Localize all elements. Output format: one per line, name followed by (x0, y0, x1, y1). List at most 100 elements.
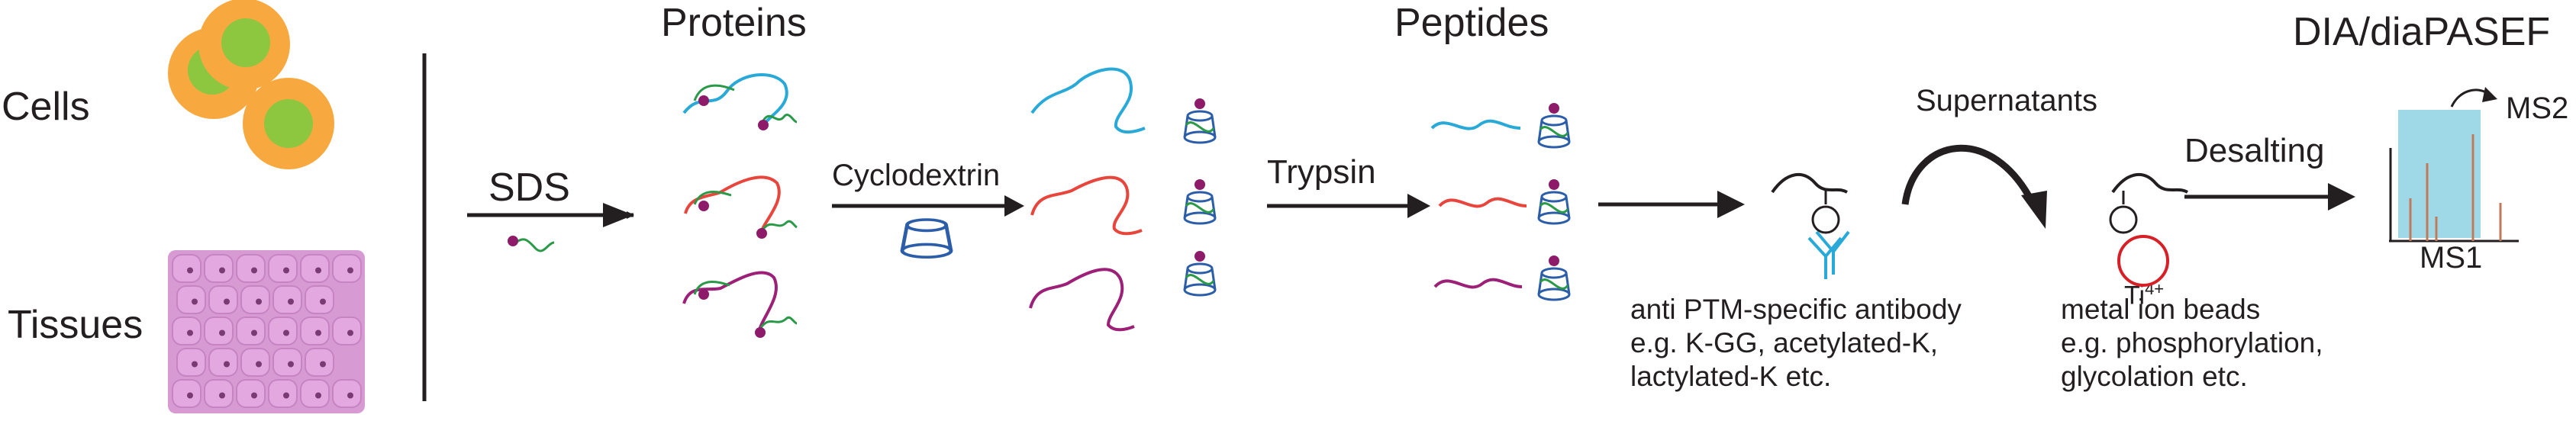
tissue-cell (300, 317, 330, 345)
tissue-cell (240, 348, 270, 377)
tissue-nucleus (192, 361, 198, 368)
tissue-nucleus (251, 329, 257, 336)
tissue-cell (172, 379, 202, 408)
protein-cyan (682, 72, 798, 130)
tissue-nucleus (219, 329, 225, 336)
tissue-nucleus (256, 361, 262, 368)
peptide-purple (1433, 278, 1523, 289)
peptide-red (1438, 197, 1527, 208)
tissue-cell (268, 379, 298, 408)
tissue-cell (208, 348, 238, 377)
protein-purple (682, 271, 798, 338)
tissue-cell (236, 379, 266, 408)
tissue-cell (332, 254, 362, 283)
tissue-cell (268, 317, 298, 345)
desalting-label: Desalting (2184, 132, 2325, 169)
beads-line-1: metal ion beads (2061, 294, 2261, 325)
tissue-nucleus (256, 298, 262, 305)
tissue-cell (204, 317, 234, 345)
antibody-icon (1807, 230, 1850, 279)
cyclodextrin-icon (902, 220, 951, 257)
protein-red (684, 175, 798, 239)
tissue-nucleus (187, 329, 193, 336)
antibody-description: anti PTM-specific antibody e.g. K-GG, ac… (1630, 293, 1962, 394)
antibody-peptide (1771, 173, 1848, 234)
tissue-cell (300, 379, 330, 408)
cyclodextrin-label: Cyclodextrin (832, 159, 1001, 192)
dia-label: DIA/diaPASEF (2293, 10, 2551, 54)
cd-complex-3 (1183, 251, 1217, 297)
tissue-nucleus (283, 392, 289, 399)
tissue-nucleus (315, 392, 321, 399)
tissue-nucleus (192, 298, 198, 305)
peptide-cyan (1430, 119, 1521, 130)
tissue-nucleus (251, 267, 257, 274)
tissue-nucleus (288, 298, 294, 305)
tissue-nucleus (315, 329, 321, 336)
proteins-label: Proteins (661, 1, 807, 45)
supernatants-arrow (1901, 145, 2037, 207)
tissue-nucleus (320, 298, 326, 305)
sds-molecule (508, 236, 555, 252)
tissue-cell (332, 379, 362, 408)
tissue-nucleus (219, 267, 225, 274)
tissue-nucleus (187, 267, 193, 274)
ms2-label: MS2 (2506, 92, 2569, 125)
protein-red-free (1030, 175, 1143, 236)
sds-arrow-head (603, 203, 634, 227)
tissue-cell (300, 254, 330, 283)
tissue-nucleus (283, 329, 289, 336)
tissue-nucleus (347, 329, 353, 336)
tissue-cells (172, 254, 362, 408)
tissue-cell (208, 285, 238, 314)
cells-icon (168, 0, 334, 169)
cd-complex-1 (1183, 98, 1217, 144)
tissue-cell (176, 348, 206, 377)
cd-complex-6 (1537, 255, 1571, 301)
tissues-label: Tissues (8, 303, 143, 347)
ti-symbol: Ti (2124, 281, 2146, 310)
ms-spectrum (2389, 87, 2519, 243)
protein-cyan-free (1030, 67, 1146, 133)
tissue-cell (236, 317, 266, 345)
tissue-nucleus (224, 298, 230, 305)
tissue-nucleus (251, 392, 257, 399)
tissue-nucleus (320, 361, 326, 368)
antibody-line-2: e.g. K-GG, acetylated-K, (1630, 327, 1939, 358)
beads-line-2: e.g. phosphorylation, (2061, 327, 2323, 358)
tissue-cell (172, 254, 202, 283)
supernatants-label: Supernatants (1916, 84, 2097, 117)
tissue-cell (172, 317, 202, 345)
tissue-nucleus (347, 392, 353, 399)
tissue-nucleus (187, 392, 193, 399)
tissue-cell (305, 348, 334, 377)
tissue-cell (272, 348, 302, 377)
beads-description: metal ion beads e.g. phosphorylation, gl… (2061, 293, 2323, 394)
tissue-cell (305, 285, 334, 314)
trypsin-label: Trypsin (1267, 153, 1376, 191)
cells-label: Cells (2, 85, 90, 129)
tissue-nucleus (315, 267, 321, 274)
tissue-cell (272, 285, 302, 314)
tissue-cell (268, 254, 298, 283)
tissue-nucleus (288, 361, 294, 368)
tissue-cell (204, 254, 234, 283)
antibody-line-1: anti PTM-specific antibody (1630, 294, 1962, 325)
cd-complex-5 (1537, 179, 1571, 225)
tissue-nucleus (283, 267, 289, 274)
tissue-cell (204, 379, 234, 408)
antibody-line-3: lactylated-K etc. (1630, 361, 1832, 392)
tissue-cell (240, 285, 270, 314)
tissue-nucleus (219, 392, 225, 399)
tissue-nucleus (347, 267, 353, 274)
tissue-cell (236, 254, 266, 283)
protein-purple-free (1029, 268, 1135, 332)
sds-label: SDS (488, 166, 570, 210)
cd-complex-4 (1537, 103, 1571, 149)
ti-bead-peptide (2109, 173, 2188, 287)
cd-complex-2 (1183, 179, 1217, 225)
tissue-nucleus (224, 361, 230, 368)
ms1-label: MS1 (2420, 241, 2483, 275)
tissue-cell (176, 285, 206, 314)
